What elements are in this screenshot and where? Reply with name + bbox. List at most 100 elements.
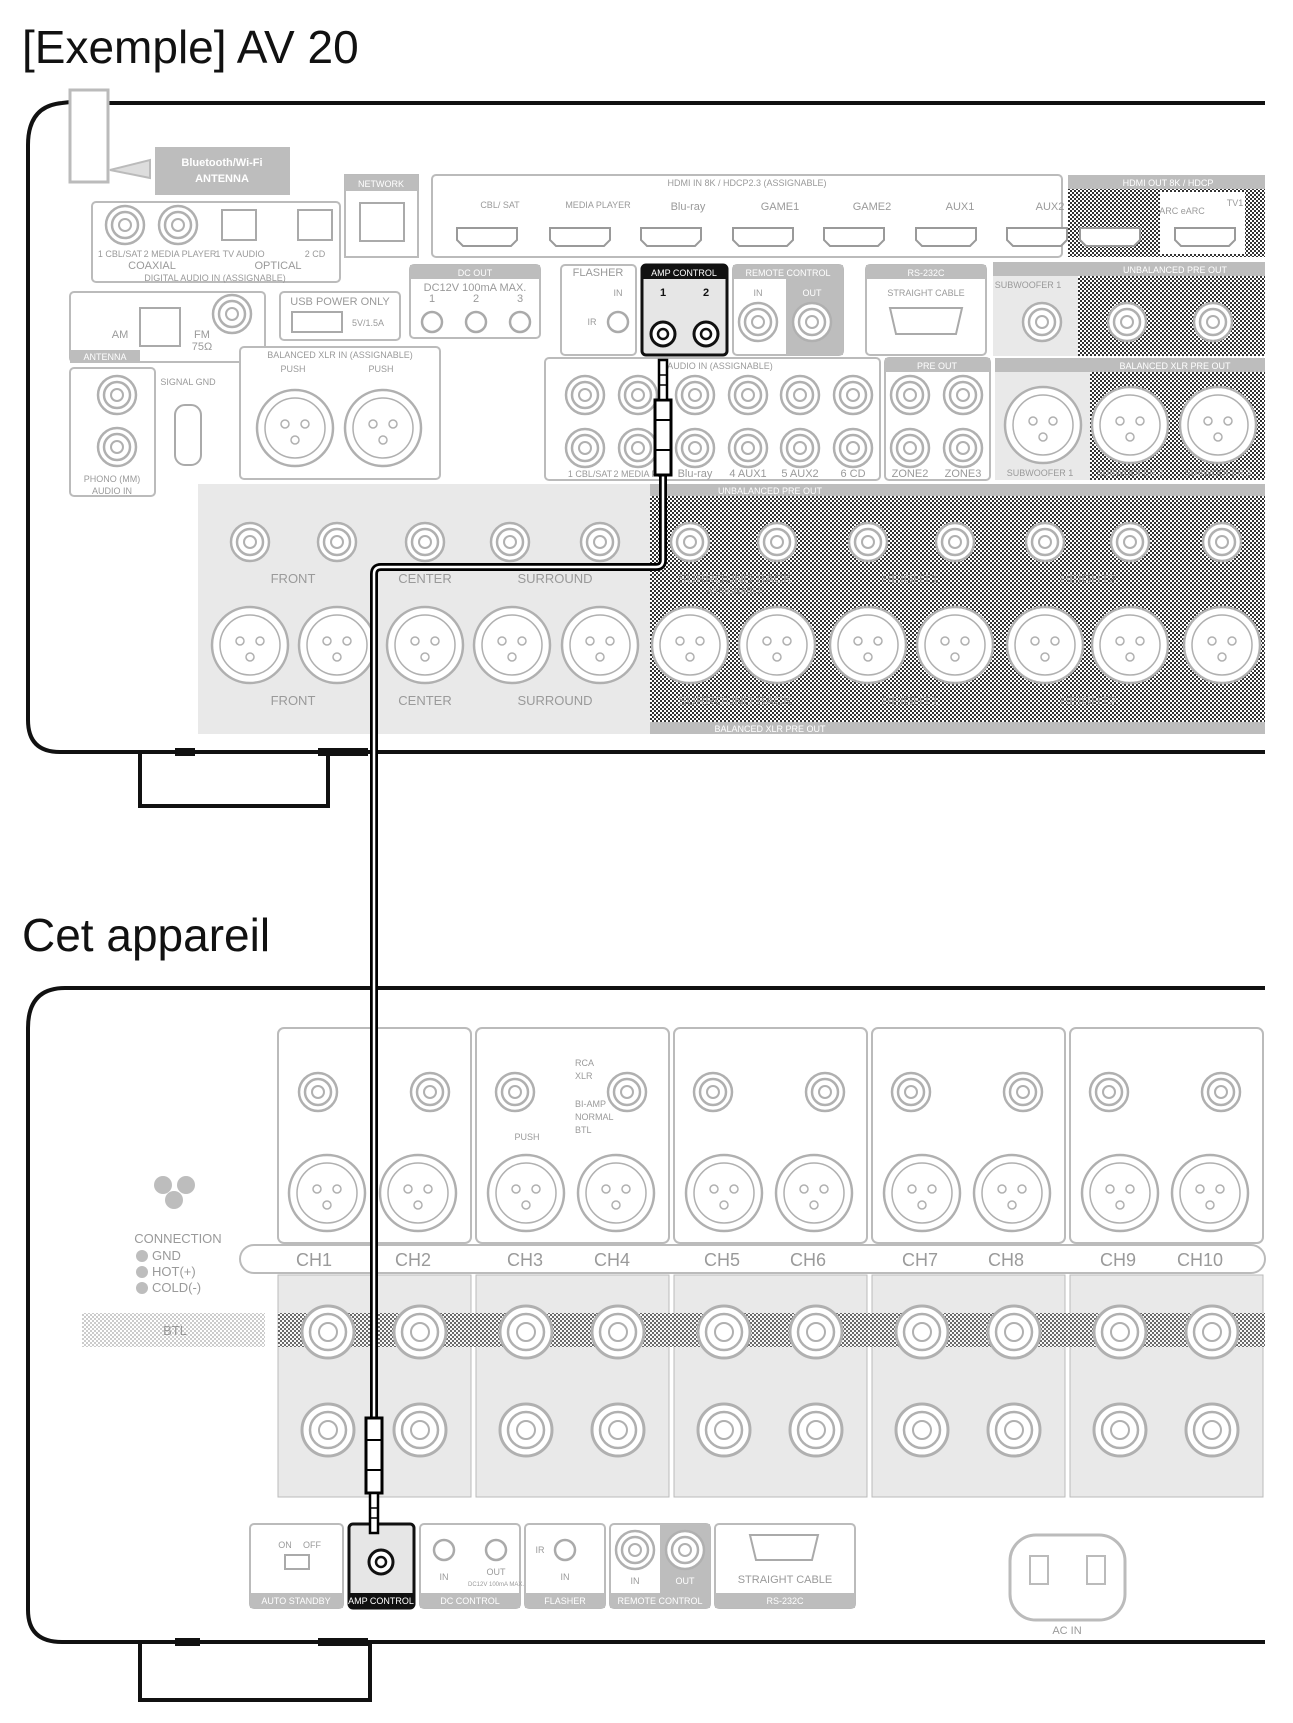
dc-control-in-jack xyxy=(432,1538,456,1562)
amp-control-port[interactable]: AMP CONTROL xyxy=(347,1522,416,1610)
tv1-label: TV1 xyxy=(1227,198,1244,208)
signal-gnd-label: SIGNAL GND xyxy=(160,377,216,387)
amp-remote-control-label: REMOTE CONTROL xyxy=(617,1596,702,1606)
connection-label: CONNECTION xyxy=(134,1231,221,1246)
audio-in-label-5: 5 AUX2 xyxy=(781,468,818,480)
xlr-in-push-1: PUSH xyxy=(280,364,305,374)
center-label: CENTER xyxy=(398,571,451,586)
av20-rs232c-port xyxy=(888,307,964,335)
height2-label-2: HEIGHT2 xyxy=(1060,693,1116,708)
av20-straight-cable-label: STRAIGHT CABLE xyxy=(887,288,964,298)
rca-switch-label: RCA xyxy=(575,1058,594,1068)
surround-back-label-2: SURROUND BACK xyxy=(678,693,792,708)
am-terminal xyxy=(139,307,181,347)
hdmi-in-label-2: MEDIA PLAYER xyxy=(565,200,631,210)
amp-rs232c-port xyxy=(748,1534,820,1561)
dc-out-label: DC OUT xyxy=(458,268,493,278)
ch7-label: CH7 xyxy=(902,1250,938,1270)
surround-back-label: SURROUND BACK xyxy=(678,571,792,586)
flasher-in-label: IN xyxy=(614,288,623,298)
ch10-label: CH10 xyxy=(1177,1250,1223,1270)
height2-label: HEIGHT2 xyxy=(1060,571,1116,586)
normal-label: NORMAL xyxy=(575,1112,614,1122)
dc-control-label: DC CONTROL xyxy=(440,1596,500,1606)
usb-port xyxy=(291,311,343,333)
flasher-label: FLASHER xyxy=(573,267,624,279)
hdmi-in-label-1: CBL/ SAT xyxy=(480,200,520,210)
wifi-antenna-icon xyxy=(68,88,110,184)
subwoofer-label-1: SUBWOOFER 1 xyxy=(1007,468,1074,478)
front-label-2: FRONT xyxy=(271,693,316,708)
remote-in-label: IN xyxy=(754,288,763,298)
gnd-label: GND xyxy=(152,1248,181,1263)
btl-legend-label: BTL xyxy=(163,1323,187,1338)
pre-out-label: PRE OUT xyxy=(917,361,958,371)
ch4-label: CH4 xyxy=(594,1250,630,1270)
height1-label-2: HEIGHT1 xyxy=(882,693,938,708)
balanced-xlr-pre-out-label: BALANCED XLR PRE OUT xyxy=(1119,361,1231,371)
ac-in-label: AC IN xyxy=(1052,1625,1081,1637)
dc-out-spec: DC12V 100mA MAX. xyxy=(424,282,527,294)
ch3-label: CH3 xyxy=(507,1250,543,1270)
zone2-label: ZONE2 xyxy=(892,468,929,480)
dc-out-num-2: 2 xyxy=(473,293,479,305)
amp-num-1: 1 xyxy=(660,287,666,299)
hot-label: HOT(+) xyxy=(152,1264,196,1279)
ch6-label: CH6 xyxy=(790,1250,826,1270)
bt-antenna-label: Bluetooth/Wi-Fi xyxy=(181,157,262,169)
front-label: FRONT xyxy=(271,571,316,586)
audio-in-label-3: Blu-ray xyxy=(678,468,713,480)
bi-amp-label: BI-AMP xyxy=(575,1099,606,1109)
av20-amp-control-port[interactable]: AMP CONTROL 1 2 xyxy=(640,263,729,357)
amp-flasher-label: FLASHER xyxy=(544,1596,586,1606)
hdmi-out-label: HDMI OUT 8K / HDCP xyxy=(1123,178,1214,188)
antenna-label: ANTENNA xyxy=(83,352,126,362)
amp-remote-out-label: OUT xyxy=(676,1576,696,1586)
amp-num-2: 2 xyxy=(703,287,709,299)
hdmi-in-label-3: Blu-ray xyxy=(671,201,706,213)
hdmi-in-label: HDMI IN 8K / HDCP2.3 (ASSIGNABLE) xyxy=(667,178,826,188)
dc-out-num-1: 1 xyxy=(429,293,435,305)
balanced-xlr-pre-out-label-2: BALANCED XLR PRE OUT xyxy=(714,724,826,734)
xlr-pinout-icon xyxy=(154,1176,195,1209)
center-label-2: CENTER xyxy=(398,693,451,708)
audio-in-label-1: 1 CBL/SAT xyxy=(568,469,613,479)
av20-title: [Exemple] AV 20 xyxy=(22,21,359,73)
hdmi-in-label-7: AUX2 xyxy=(1036,201,1065,213)
bt-antenna-label-2: ANTENNA xyxy=(195,173,249,185)
xlr-push-label: PUSH xyxy=(514,1132,539,1142)
dc-in-label: IN xyxy=(440,1572,449,1582)
arc-label: ARC eARC xyxy=(1159,206,1205,216)
dc-out-num-3: 3 xyxy=(517,293,523,305)
coax-label-2: 2 MEDIA PLAYER xyxy=(144,249,217,259)
amp-control-label: AMP CONTROL xyxy=(348,1596,414,1606)
audio-in-label-2: 2 MEDIA PL xyxy=(613,469,662,479)
amp-straight-cable-label: STRAIGHT CABLE xyxy=(738,1574,833,1586)
dc-out-jacks xyxy=(420,310,532,334)
height1-label: HEIGHT1 xyxy=(882,571,938,586)
unbalanced-pre-out-label: UNBALANCED PRE OUT xyxy=(1123,265,1228,275)
ac-in-socket xyxy=(1008,1533,1127,1622)
usb-spec-label: 5V/1.5A xyxy=(352,318,384,328)
optical-label-1: 1 TV AUDIO xyxy=(215,249,264,259)
audio-in-label-6: 6 CD xyxy=(840,468,865,480)
av20-unit: Bluetooth/Wi-Fi ANTENNA NETWORK HDMI IN … xyxy=(26,88,1265,808)
amp-control-cable xyxy=(364,358,673,1535)
btl-switch-label: BTL xyxy=(575,1125,592,1135)
fm-ohm-label: 75Ω xyxy=(192,341,212,353)
ch9-label: CH9 xyxy=(1100,1250,1136,1270)
ch5-label: CH5 xyxy=(704,1250,740,1270)
optical-label-2: 2 CD xyxy=(305,249,326,259)
subwoofer-label-3: SUBWOOFER 3 xyxy=(1185,468,1252,478)
ch8-label: CH8 xyxy=(988,1250,1024,1270)
amplifier-unit: CONNECTION GND HOT(+) COLD(-) BTL CH1 CH… xyxy=(26,986,1266,1702)
subwoofer-label-2: SUBWOOFER 2 xyxy=(1097,468,1164,478)
auto-standby-label: AUTO STANDBY xyxy=(261,1596,330,1606)
unbalanced-pre-out-label-2: UNBALANCED PRE OUT xyxy=(718,486,823,496)
flasher-ir-label: IR xyxy=(588,317,598,327)
auto-standby-switch[interactable] xyxy=(284,1554,310,1570)
dc-spec-label: DC12V 100mA MAX. xyxy=(468,1582,524,1588)
optical-jack-1 xyxy=(221,209,257,241)
flasher-jack xyxy=(606,310,630,334)
optical-label: OPTICAL xyxy=(254,260,301,272)
